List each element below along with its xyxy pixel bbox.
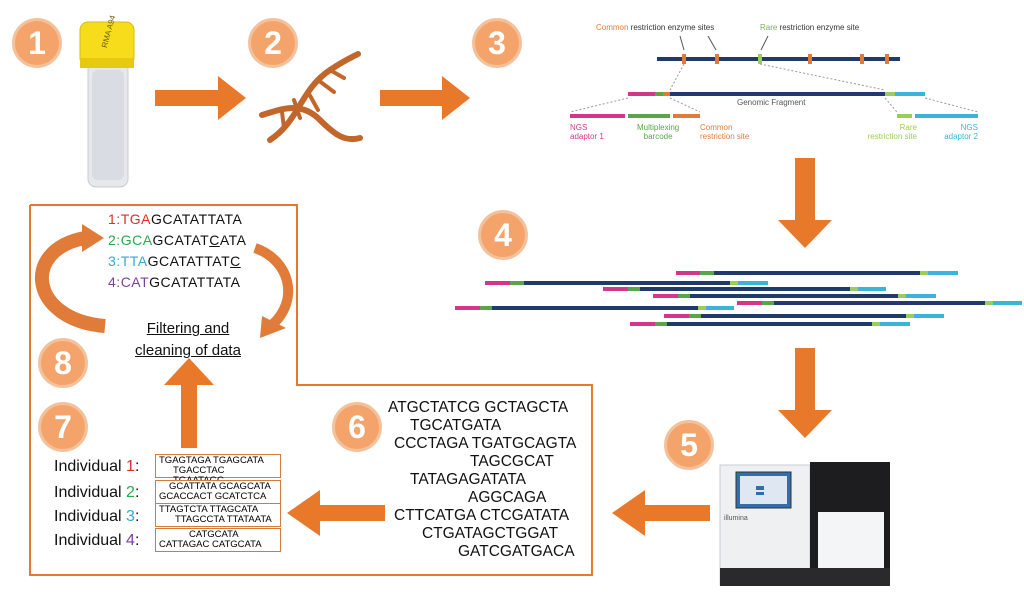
dna-icon (259, 51, 363, 143)
step-8-badge: 8 (38, 338, 88, 388)
arrow-1-to-2 (155, 76, 246, 120)
reads-stack (455, 271, 1022, 326)
step-1-badge: 1 (12, 18, 62, 68)
step-7-badge: 7 (38, 402, 88, 452)
individual-2-label: Individual 2: (54, 484, 140, 501)
consensus-2: 2:GCAGCATATCATA (108, 232, 247, 248)
arrow-2-to-3 (380, 76, 470, 120)
individual-3-label: Individual 3: (54, 508, 140, 525)
arrow-4-to-5 (778, 348, 832, 438)
rare-site-label: Rare restriction enzyme site (760, 23, 860, 32)
consensus-3: 3:TTAGCATATTATC (108, 253, 241, 269)
common-sites-label: Common restriction enzyme sites (596, 23, 715, 32)
step-6-badge: 6 (332, 402, 382, 452)
step-5-badge: 5 (664, 420, 714, 470)
sequencer-machine-image (719, 462, 890, 586)
individual-1-label: Individual 1: (54, 458, 140, 475)
consensus-list: 1:TGAGCATATTATA 2:GCAGCATATCATA 3:TTAGCA… (108, 209, 246, 293)
arrow-7-to-8 (164, 358, 214, 448)
step-2-badge: 2 (248, 18, 298, 68)
arrow-6-to-7 (287, 490, 385, 536)
consensus-1: 1:TGAGCATATTATA (108, 211, 243, 227)
step-3-badge: 3 (472, 18, 522, 68)
step-4-badge: 4 (478, 210, 528, 260)
sample-tube-image (79, 21, 135, 188)
sequencer-brand-label: illumina (724, 515, 748, 522)
loop-arrow-left (34, 231, 106, 333)
loop-arrow-right (253, 243, 294, 329)
consensus-4: 4:CATGCATATTATA (108, 274, 241, 290)
arrow-5-to-6 (612, 490, 710, 536)
genomic-fragment-label: Genomic Fragment (737, 98, 806, 107)
raw-reads-block: ATGCTATCG GCTAGCTA TGCATGATA CCCTAGA TGA… (388, 399, 577, 560)
restriction-diagram (569, 35, 979, 118)
frame-outline (29, 204, 593, 576)
individual-4-label: Individual 4: (54, 532, 140, 549)
arrow-3-to-4 (778, 158, 832, 248)
